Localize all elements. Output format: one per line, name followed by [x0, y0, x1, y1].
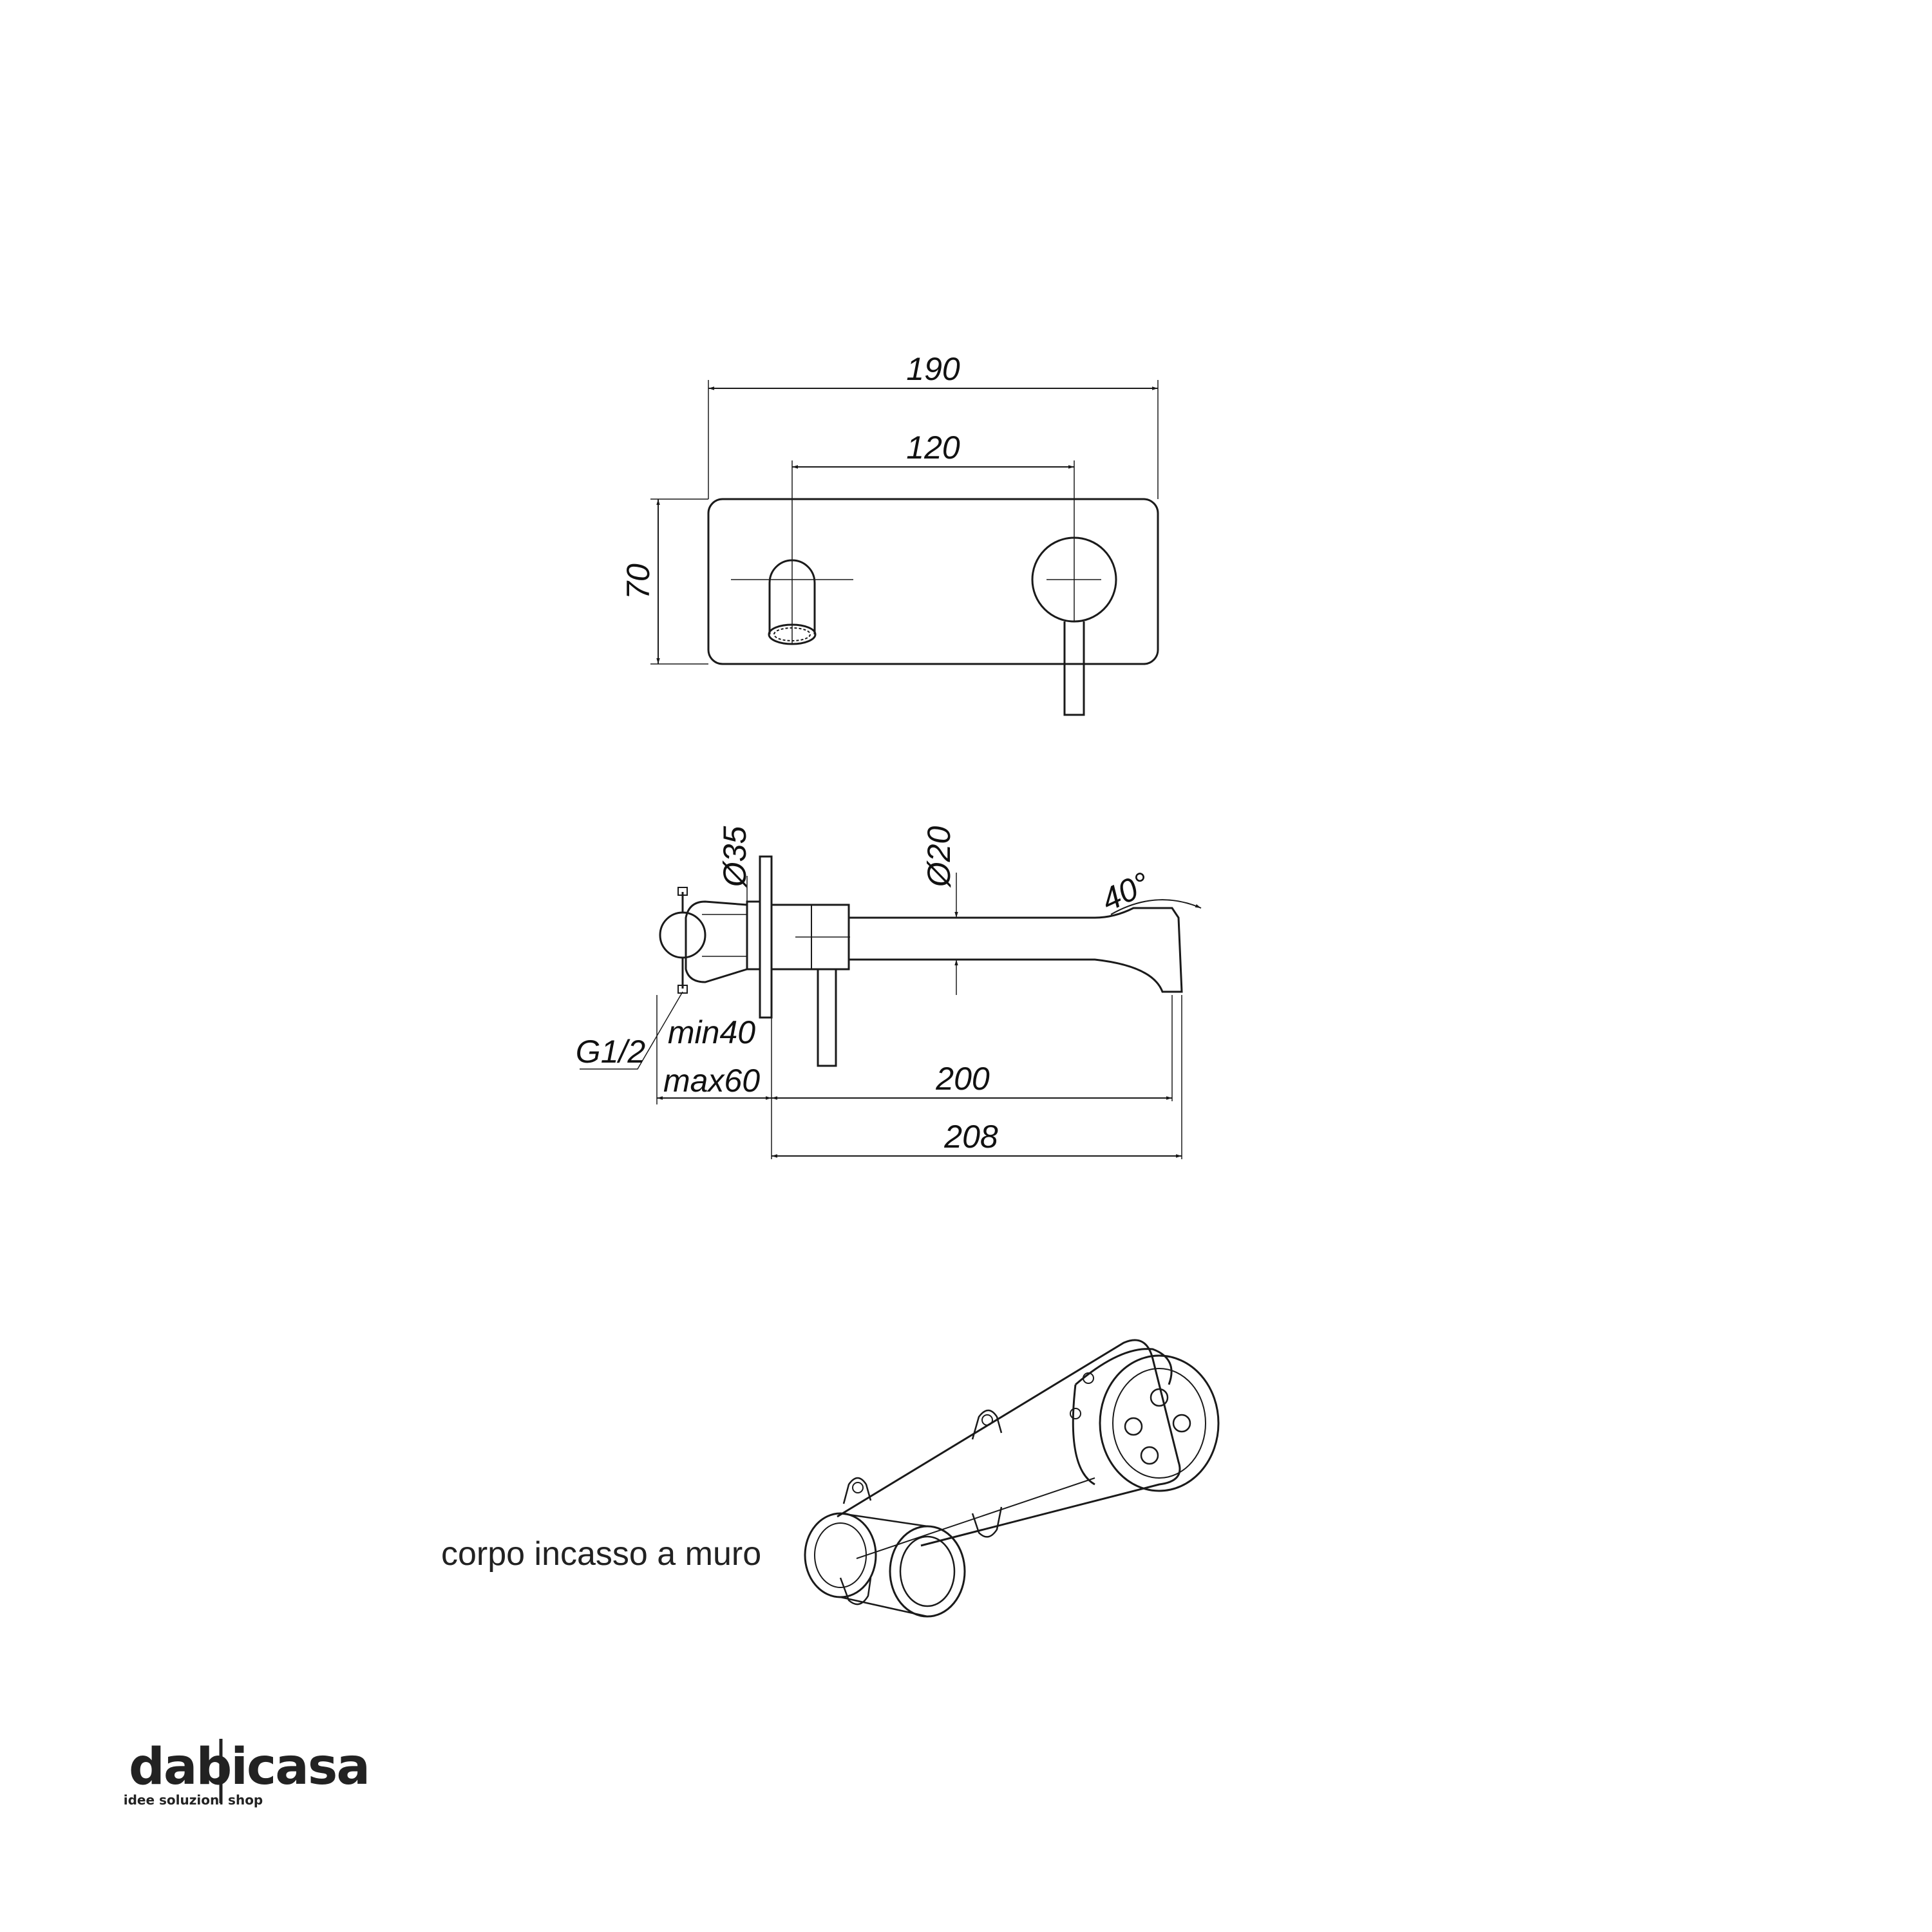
side-handle: [817, 968, 837, 1067]
front-handle: [1031, 536, 1117, 716]
cartridge-housing: [1070, 1348, 1220, 1492]
front-plate: [707, 498, 1159, 665]
angle-arc: [1110, 899, 1202, 915]
dim-max: max60: [663, 1063, 760, 1099]
thread-leader: [580, 991, 683, 1070]
dim-min: min40: [668, 1014, 755, 1050]
dim-center-distance: 120: [906, 430, 960, 466]
body-tube: [837, 1339, 1181, 1547]
front-view: 190 120 70: [620, 351, 1159, 716]
side-spout: [770, 904, 1183, 993]
dim-thread: G1/2: [576, 1034, 646, 1070]
body-caption: corpo incasso a muro: [441, 1535, 761, 1573]
dim-diameter-35: Ø35: [717, 826, 753, 889]
dim-spout-length: 200: [935, 1061, 990, 1097]
dim-height: 70: [620, 564, 656, 600]
dim-total-length: 208: [943, 1119, 998, 1155]
side-view: Ø35 Ø20 40° G1/2 min40 max60 200 208: [576, 826, 1202, 1159]
logo-brand: dabicasa: [129, 1738, 369, 1796]
side-valve-body: [659, 887, 748, 994]
concealed-body-view: corpo incasso a muro: [441, 1339, 1220, 1618]
dim-angle: 40°: [1096, 865, 1155, 918]
dim-total-width: 190: [906, 351, 960, 387]
brand-logo: dabicasa idee soluzioni shop: [124, 1738, 370, 1808]
inlet-ends: [804, 1512, 966, 1618]
side-wall-plate: [759, 855, 773, 1019]
dim-diameter-20: Ø20: [921, 826, 957, 889]
front-spout: [731, 559, 853, 645]
logo-tagline: idee soluzioni shop: [124, 1792, 263, 1808]
